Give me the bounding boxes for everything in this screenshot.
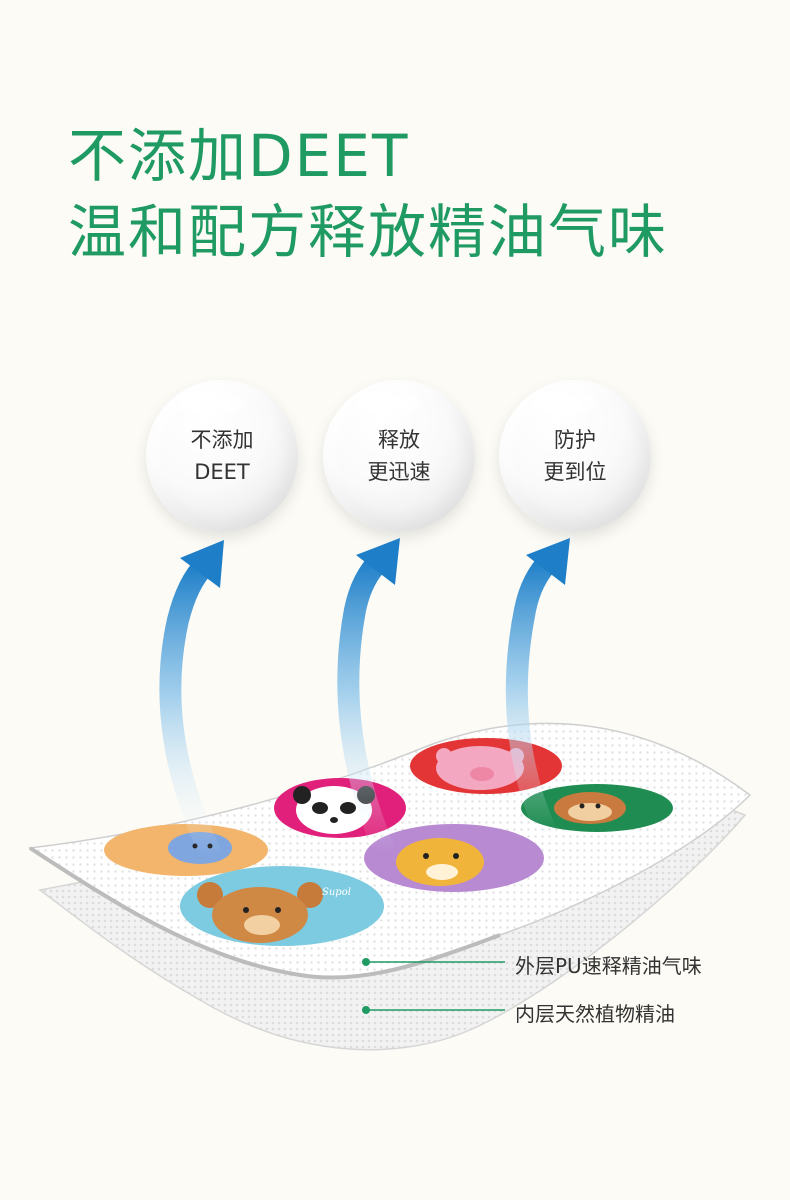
bubble-protection-line2: 更到位 bbox=[543, 460, 607, 484]
callout-outer-label: 外层PU速释精油气味 bbox=[515, 954, 702, 978]
bubble-no-deet-line2: DEET bbox=[194, 460, 250, 484]
bubble-no-deet-line1: 不添加 bbox=[190, 428, 254, 452]
callout-inner-leader bbox=[362, 1006, 505, 1014]
callout-outer-leader bbox=[362, 958, 505, 966]
arrow-2 bbox=[337, 538, 400, 863]
bubble-protection-line1: 防护 bbox=[554, 428, 596, 452]
sticker-blue-animal bbox=[104, 824, 268, 876]
headline: 不添加DEET 温和配方释放精油气味 bbox=[68, 118, 668, 270]
bubble-no-deet: 不添加 DEET bbox=[146, 380, 298, 532]
bubble-fast-release-line1: 释放 bbox=[378, 428, 420, 452]
sticker-monkey bbox=[521, 784, 673, 832]
sticker-bear-brand: Supol bbox=[322, 887, 351, 898]
bubble-protection: 防护 更到位 bbox=[499, 380, 651, 532]
sticker-tiger bbox=[364, 824, 544, 892]
bubble-fast-release: 释放 更迅速 bbox=[323, 380, 475, 532]
bubble-fast-release-line2: 更迅速 bbox=[367, 460, 431, 484]
headline-line-2: 温和配方释放精油气味 bbox=[68, 198, 669, 266]
sticker-bear: Supol bbox=[180, 866, 384, 946]
headline-line-1: 不添加DEET bbox=[68, 122, 410, 190]
callout-inner-label: 内层天然植物精油 bbox=[515, 1002, 675, 1026]
arrow-1 bbox=[159, 540, 224, 867]
arrow-3 bbox=[505, 538, 570, 841]
